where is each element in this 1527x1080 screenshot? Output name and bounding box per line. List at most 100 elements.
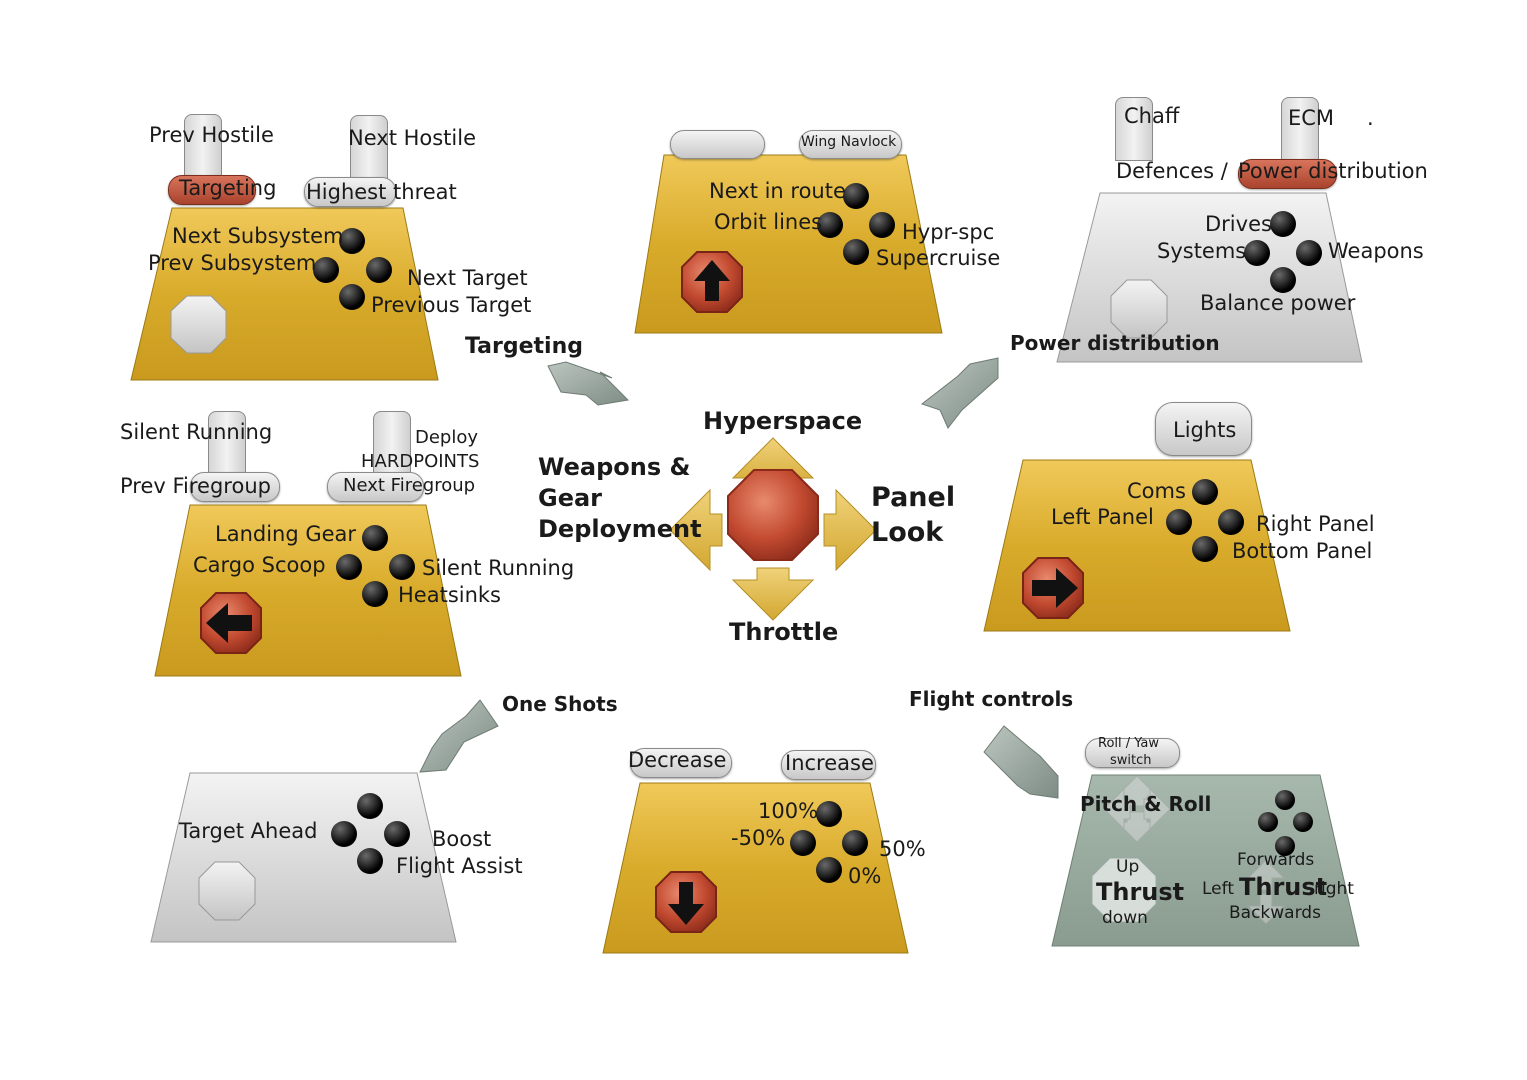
flight-down-dot[interactable] bbox=[1275, 836, 1295, 856]
thrust-left-label: Thrust bbox=[1096, 878, 1185, 906]
wing-navlock-button[interactable] bbox=[799, 130, 902, 159]
coms-dot[interactable] bbox=[1192, 479, 1218, 505]
left-panel-dot[interactable] bbox=[1166, 509, 1192, 535]
roll-yaw-switch-button[interactable] bbox=[1085, 738, 1180, 768]
flight-left-dot[interactable] bbox=[1258, 812, 1278, 832]
center-hat-cross bbox=[669, 437, 877, 621]
next-in-route-dot[interactable] bbox=[843, 183, 869, 209]
prev-hostile-label: Prev Hostile bbox=[149, 123, 274, 147]
flight-up-dot[interactable] bbox=[1275, 790, 1295, 810]
next-subsystem-label: Next Subsystem bbox=[172, 224, 344, 248]
heatsinks-dot[interactable] bbox=[362, 581, 388, 607]
defences-label: Defences / bbox=[1116, 159, 1228, 183]
weapons-dot[interactable] bbox=[1296, 240, 1322, 266]
deploy-hardpoints-trigger[interactable] bbox=[373, 411, 411, 479]
landing-gear-dot[interactable] bbox=[362, 525, 388, 551]
throttle-minus50-label: -50% bbox=[731, 826, 786, 850]
balance-power-label: Balance power bbox=[1200, 291, 1356, 315]
silent-running-dot[interactable] bbox=[389, 554, 415, 580]
prev-subsystem-label: Prev Subsystem bbox=[148, 251, 317, 275]
bottom-panel-dot[interactable] bbox=[1192, 536, 1218, 562]
deploy-label: Deploy bbox=[415, 427, 479, 448]
throttle-minus50-dot[interactable] bbox=[790, 830, 816, 856]
drives-dot[interactable] bbox=[1270, 211, 1296, 237]
wing-navlock-label: Wing Navlock bbox=[801, 134, 897, 150]
targeting-section-title: Targeting bbox=[465, 334, 584, 359]
thrust-cross-icon bbox=[1246, 859, 1286, 925]
boost-dot[interactable] bbox=[384, 821, 410, 847]
boost-label: Boost bbox=[432, 827, 492, 851]
orbit-lines-dot[interactable] bbox=[817, 212, 843, 238]
orbit-lines-label: Orbit lines bbox=[714, 210, 823, 234]
flight-right-dot[interactable] bbox=[1293, 812, 1313, 832]
up-dot[interactable] bbox=[357, 793, 383, 819]
targeting-button[interactable] bbox=[168, 175, 256, 205]
throttle-50-dot[interactable] bbox=[842, 830, 868, 856]
weapons-label-1: Weapons & bbox=[538, 453, 691, 481]
thrust-left-dir-label: Left bbox=[1202, 879, 1234, 899]
one-shots-arrow bbox=[419, 699, 499, 773]
cargo-scoop-dot[interactable] bbox=[336, 554, 362, 580]
landing-gear-label: Landing Gear bbox=[215, 522, 357, 546]
hypr-spc-dot[interactable] bbox=[869, 212, 895, 238]
silent-running-trigger[interactable] bbox=[208, 411, 246, 479]
prev-firegroup-label: Prev Firegroup bbox=[120, 474, 271, 498]
one-shots-section-title: One Shots bbox=[502, 692, 618, 716]
flight-assist-dot[interactable] bbox=[357, 848, 383, 874]
next-firegroup-button[interactable] bbox=[327, 472, 424, 502]
blank-pill-button[interactable] bbox=[670, 130, 765, 159]
lights-label: Lights bbox=[1173, 418, 1237, 442]
balance-power-dot[interactable] bbox=[1270, 267, 1296, 293]
backwards-label: Backwards bbox=[1229, 903, 1321, 923]
throttle-50-label: 50% bbox=[879, 837, 926, 861]
hyperspace-label: Hyperspace bbox=[703, 407, 863, 435]
increase-button[interactable] bbox=[781, 750, 876, 780]
hat-octagon-power bbox=[1110, 279, 1168, 339]
highest-threat-button[interactable] bbox=[304, 177, 396, 207]
targeting-button-label: Targeting bbox=[179, 176, 277, 200]
decrease-label: Decrease bbox=[628, 748, 727, 772]
right-arrow-icon bbox=[1022, 557, 1084, 619]
decrease-button[interactable] bbox=[630, 748, 732, 778]
right-panel-dot[interactable] bbox=[1218, 509, 1244, 535]
look-label: Look bbox=[871, 517, 944, 548]
next-target-label: Next Target bbox=[407, 266, 528, 290]
thrust-right-label: Thrust bbox=[1239, 873, 1328, 901]
chaff-trigger[interactable] bbox=[1115, 97, 1153, 161]
flight-arrow bbox=[983, 725, 1059, 799]
target-ahead-dot[interactable] bbox=[331, 821, 357, 847]
throttle-100-dot[interactable] bbox=[816, 801, 842, 827]
throttle-label: Throttle bbox=[729, 618, 839, 646]
heatsinks-label: Heatsinks bbox=[398, 583, 502, 607]
systems-label: Systems bbox=[1157, 239, 1247, 263]
hat-octagon-one-shots bbox=[198, 861, 256, 921]
left-panel-label: Left Panel bbox=[1051, 505, 1154, 529]
previous-target-label: Previous Target bbox=[371, 293, 532, 317]
weapons-power-label: Weapons bbox=[1328, 239, 1424, 263]
hypr-spc-label: Hypr-spc bbox=[902, 220, 995, 244]
increase-label: Increase bbox=[785, 751, 874, 775]
supercruise-label: Supercruise bbox=[876, 246, 1001, 270]
next-target-dot[interactable] bbox=[366, 257, 392, 283]
up-arrow-icon bbox=[681, 251, 743, 313]
supercruise-dot[interactable] bbox=[843, 239, 869, 265]
throttle-100-label: 100% bbox=[758, 799, 819, 823]
dot-label: . bbox=[1367, 106, 1374, 130]
prev-subsystem-dot[interactable] bbox=[313, 257, 339, 283]
chaff-label: Chaff bbox=[1124, 104, 1180, 128]
next-subsystem-dot[interactable] bbox=[339, 228, 365, 254]
power-distribution-button[interactable] bbox=[1238, 159, 1337, 189]
previous-target-dot[interactable] bbox=[339, 284, 365, 310]
systems-dot[interactable] bbox=[1244, 240, 1270, 266]
prev-firegroup-button[interactable] bbox=[190, 472, 280, 502]
next-firegroup-label: Next Firegroup bbox=[343, 475, 476, 496]
panel-label: Panel bbox=[871, 482, 956, 513]
flight-assist-label: Flight Assist bbox=[396, 854, 523, 878]
coms-label: Coms bbox=[1127, 479, 1186, 503]
pitch-roll-label: Pitch & Roll bbox=[1080, 792, 1212, 816]
silent-running-top-label: Silent Running bbox=[120, 420, 273, 444]
target-ahead-label: Target Ahead bbox=[179, 819, 318, 843]
lights-button[interactable] bbox=[1155, 402, 1252, 456]
throttle-0-dot[interactable] bbox=[816, 857, 842, 883]
